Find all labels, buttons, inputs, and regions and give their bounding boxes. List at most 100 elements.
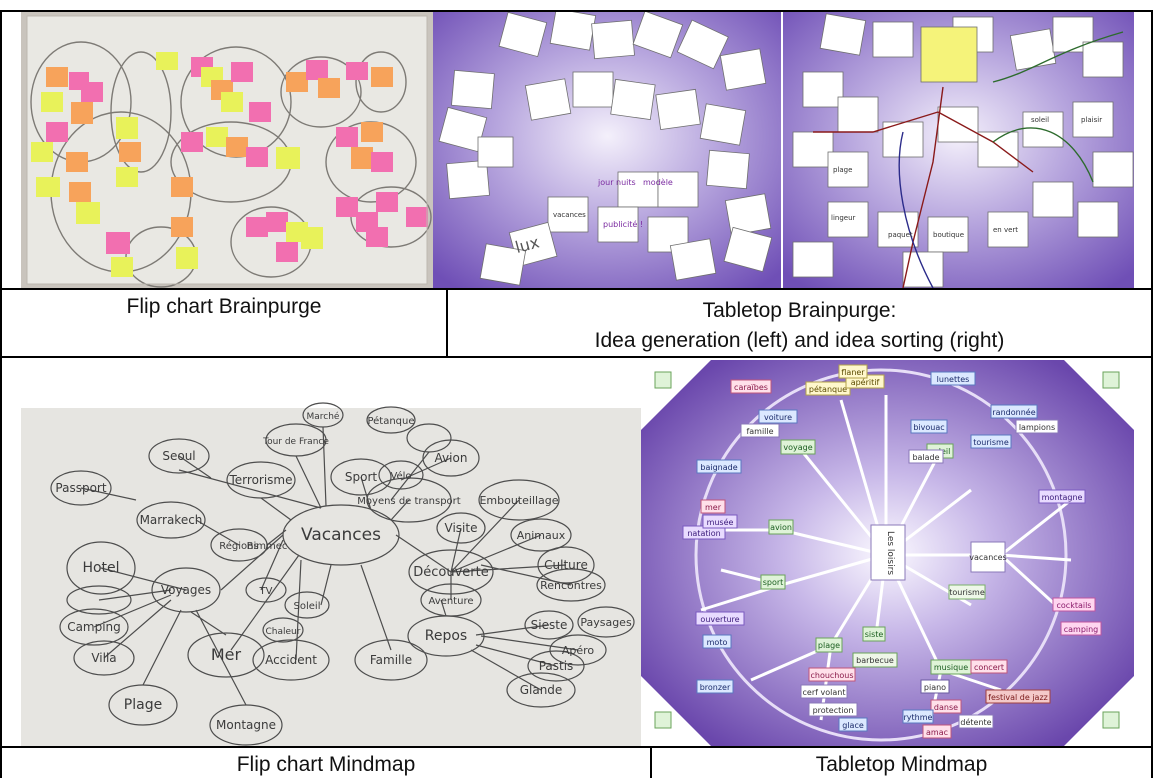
mindmap-hub-label: mer	[705, 503, 722, 512]
mindmap-hub-label: voiture	[764, 413, 792, 422]
mindmap-hub-label: camping	[1064, 625, 1099, 634]
mindmap-node: Villa	[91, 651, 116, 665]
mindmap-hub-label: natation	[687, 529, 720, 538]
mindmap-node: Pétanque	[367, 415, 414, 427]
mindmap-node: Sport	[345, 470, 378, 484]
mindmap-hub-label: cerf volant	[803, 688, 846, 697]
tabletop-mindmap-screenshot: Les loisirs vacances tourisme sport avio…	[641, 360, 1134, 746]
mindmap-hub-label: voyage	[783, 443, 812, 452]
mindmap-node: Plage	[124, 697, 162, 713]
mindmap-node: Régions	[219, 540, 258, 552]
mindmap-node: Camping	[67, 620, 121, 634]
grid-line-mid-a	[0, 288, 1153, 290]
corner-widget-icons	[654, 371, 1120, 729]
mindmap-node: Famille	[370, 653, 412, 667]
mindmap-hub-label: plage	[818, 641, 840, 650]
grid-line-mid-b	[0, 356, 1153, 358]
mindmap-node: TV	[259, 586, 273, 597]
mindmap-node: Soleil	[294, 601, 321, 612]
mindmap-node: Tour de France	[262, 437, 329, 447]
card-label-5: soleil	[1031, 116, 1049, 124]
flip-chart-brainpurge-photo	[21, 12, 433, 288]
card-label-11: plaisir	[1081, 116, 1102, 124]
mindmap-node: Pastis	[539, 659, 574, 673]
grid-line-left	[0, 10, 2, 778]
caption-tabletop-brainpurge-line1: Tabletop Brainpurge:	[702, 299, 897, 322]
mindmap-node: Voyages	[161, 583, 211, 597]
mindmap-hub-label: barbecue	[856, 656, 894, 665]
card-label-2: publicité !	[603, 219, 643, 229]
mindmap-node: Marché	[307, 411, 340, 422]
mindmap-hub-label: randonnée	[992, 407, 1035, 417]
mindmap-node: Apéro	[562, 644, 595, 657]
mindmap-hub-label: moto	[707, 638, 728, 647]
mindmap-node: Hotel	[82, 560, 119, 576]
mindmap-node: Animaux	[517, 529, 566, 542]
mindmap-node: Embouteillage	[479, 494, 558, 507]
mindmap-hub-label: avion	[770, 523, 792, 532]
card-label-1: modèle	[643, 177, 673, 187]
mindmap-node: Sieste	[531, 618, 568, 632]
flip-chart-mindmap-illustration: Vacances Seoul Passport Marrakech Terror…	[21, 360, 641, 746]
mindmap-node: Accident	[265, 653, 317, 667]
grid-line-lower	[0, 746, 1153, 748]
mindmap-hub-label: musique	[934, 663, 968, 672]
mindmap-hub-label: flaner	[841, 368, 865, 377]
mindmap-hub-label: baignade	[700, 463, 737, 472]
grid-line-top	[0, 10, 1153, 12]
card-label-8: en vert	[993, 226, 1018, 234]
mindmap-hub-label: concert	[974, 663, 1004, 672]
mindmap-hub-label: festival de jazz	[988, 693, 1048, 702]
mindmap-hub-label: apéritif	[851, 377, 880, 387]
mindmap-hub-label: rythme	[904, 713, 933, 722]
tabletop-brainpurge-illustration: jour nuits modèle publicité ! lux vacanc…	[433, 12, 1134, 288]
mindmap-hub-label: sport	[763, 578, 784, 587]
mindmap-hub-label: détente	[960, 717, 991, 727]
mindmap-node: Avion	[435, 451, 468, 465]
mindmap-node: Rencontres	[540, 579, 602, 592]
mindmap-hub-label: montagne	[1042, 493, 1083, 502]
caption-tabletop-brainpurge-line2: Idea generation (left) and idea sorting …	[594, 329, 1005, 352]
tabletop-mindmap-illustration: Les loisirs vacances tourisme sport avio…	[641, 360, 1134, 746]
mindmap-hub-label: lunettes	[937, 375, 970, 384]
caption-flip-chart-mindmap: Flip chart Mindmap	[236, 753, 416, 776]
mindmap-hub-label: glace	[842, 721, 864, 730]
mindmap-hub-label: protection	[813, 706, 854, 715]
mindmap-hub-label: famille	[746, 427, 773, 436]
mindmap-hub-label: bronzer	[700, 683, 731, 692]
mindmap-hub-label: danse	[934, 703, 958, 712]
mindmap-node: Bimmec	[247, 541, 288, 552]
mindmap-hub-label: ouverture	[700, 615, 739, 624]
mindmap-node: Montagne	[216, 718, 276, 732]
mindmap-hub-label: caraïbes	[734, 383, 768, 392]
mindmap-node: Repos	[425, 628, 467, 644]
mindmap-hub-label: lampions	[1019, 423, 1055, 432]
mindmap-hub-label: pétanque	[809, 384, 847, 394]
mindmap-node: Moyens de transport	[357, 496, 461, 507]
mindmap-node: Marrakech	[140, 513, 203, 527]
mindmap-hub-label: musée	[707, 517, 734, 527]
card-label-4: vacances	[553, 211, 586, 219]
mindmap-node: Culture	[544, 558, 588, 572]
mindmap-hub-label: cocktails	[1057, 601, 1092, 610]
caption-tabletop-mindmap: Tabletop Mindmap	[815, 753, 988, 776]
card-label-6: plage	[833, 166, 852, 174]
mindmap-node: Terrorisme	[229, 473, 293, 487]
grid-line-bottom-divider	[650, 746, 652, 778]
mindmap-hub-label: amac	[926, 728, 948, 737]
tabletop-brainpurge-screenshot: jour nuits modèle publicité ! lux vacanc…	[433, 12, 1134, 288]
caption-flip-chart-brainpurge: Flip chart Brainpurge	[126, 295, 322, 318]
mindmap-node: Seoul	[162, 449, 195, 463]
mindmap-node: Paysages	[580, 616, 632, 629]
mindmap-hub-label: piano	[924, 683, 946, 692]
mindmap-hub-label: chouchous	[810, 671, 853, 680]
mindmap-node: Passport	[55, 481, 106, 495]
grid-line-right	[1151, 10, 1153, 778]
sticky-notes-illustration	[21, 12, 433, 288]
mindmap-node: Découverte	[413, 565, 488, 580]
hub-les-loisirs: Les loisirs	[885, 531, 895, 575]
mindmap-node: Visite	[445, 521, 478, 535]
mindmap-hub-label: tourisme	[973, 438, 1009, 447]
card-label-0: jour nuits	[597, 178, 636, 187]
